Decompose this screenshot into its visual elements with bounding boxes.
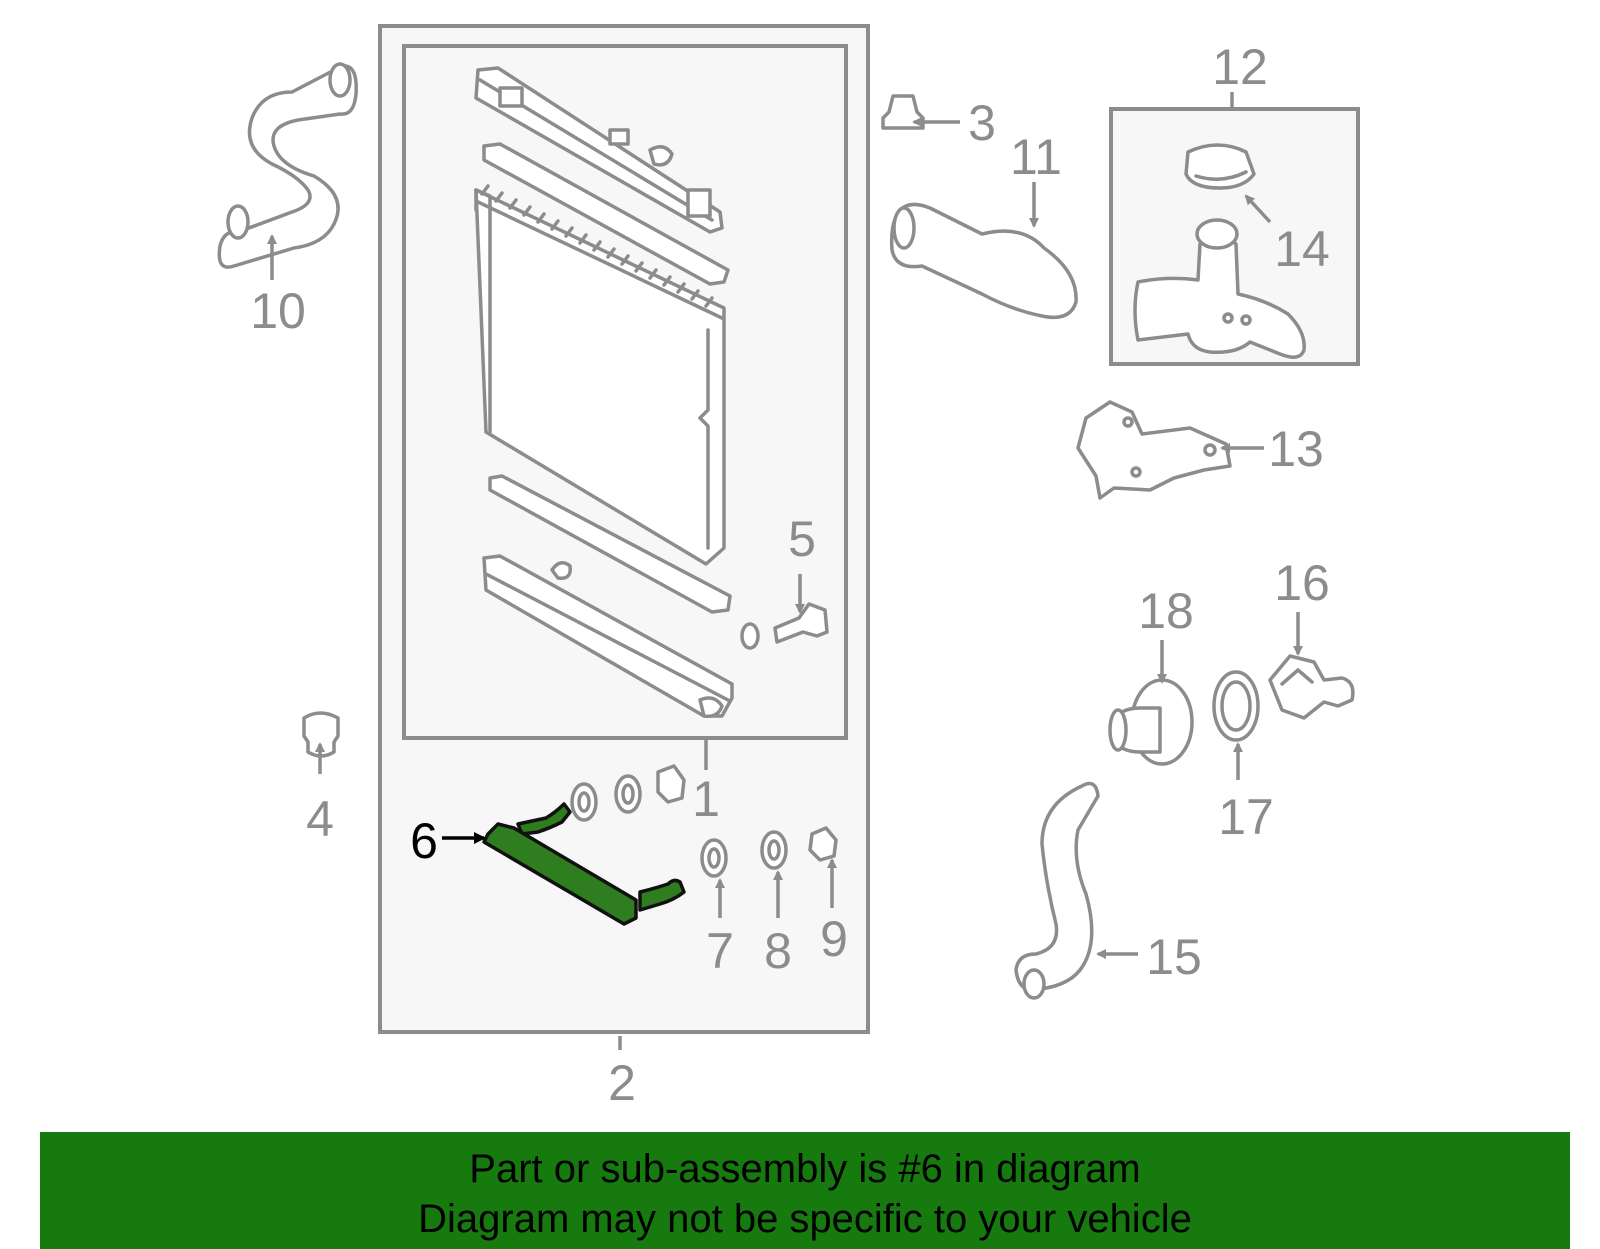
callout-9: 9	[820, 911, 848, 967]
part-15-hose	[1014, 781, 1100, 992]
callout-3: 3	[968, 95, 996, 151]
lower-gasket	[488, 474, 732, 614]
callout-12: 12	[1212, 39, 1268, 95]
part-4-mount	[302, 711, 340, 758]
radiator-upper-tank	[474, 66, 724, 234]
upper-seals	[570, 764, 686, 822]
callout-2: 2	[608, 1055, 636, 1111]
part-13-bracket	[1076, 400, 1232, 500]
part-11-hose	[889, 202, 1078, 320]
part-6-oil-cooler	[482, 802, 686, 926]
part-10-hose	[217, 64, 358, 269]
callout-6: 6	[410, 813, 438, 869]
leader-lines	[267, 92, 1303, 1050]
part-18-housing	[1108, 678, 1194, 766]
callout-16: 16	[1274, 555, 1330, 611]
callout-5: 5	[788, 511, 816, 567]
part-14-cap	[1184, 143, 1256, 190]
callout-8: 8	[764, 923, 792, 979]
part-7-seal	[700, 838, 728, 878]
parts-diagram: 1 2 3 4 5 6 7 8 9 10 11 12 13 14 15 16 1…	[217, 24, 1360, 1111]
radiator-core	[474, 184, 726, 566]
callout-10: 10	[250, 283, 306, 339]
part-8-seal	[760, 830, 788, 870]
info-banner: Part or sub-assembly is #6 in diagram Di…	[40, 1132, 1570, 1249]
part-17-gasket	[1212, 670, 1260, 742]
banner-line-2: Diagram may not be specific to your vehi…	[418, 1197, 1192, 1241]
callout-1: 1	[692, 771, 720, 827]
callout-11: 11	[1010, 129, 1062, 185]
banner-line-1: Part or sub-assembly is #6 in diagram	[469, 1147, 1141, 1191]
callout-15: 15	[1146, 929, 1202, 985]
callout-17: 17	[1218, 789, 1274, 845]
callout-4: 4	[306, 791, 334, 847]
part-9-nut	[808, 826, 838, 862]
callout-7: 7	[706, 923, 734, 979]
callout-13: 13	[1268, 421, 1324, 477]
callout-18: 18	[1138, 583, 1194, 639]
part-12-filler-neck	[1133, 218, 1306, 359]
callout-14: 14	[1274, 221, 1330, 277]
radiator-lower-tank	[482, 554, 734, 719]
upper-gasket	[482, 142, 730, 286]
part-16-thermostat	[1268, 654, 1355, 720]
